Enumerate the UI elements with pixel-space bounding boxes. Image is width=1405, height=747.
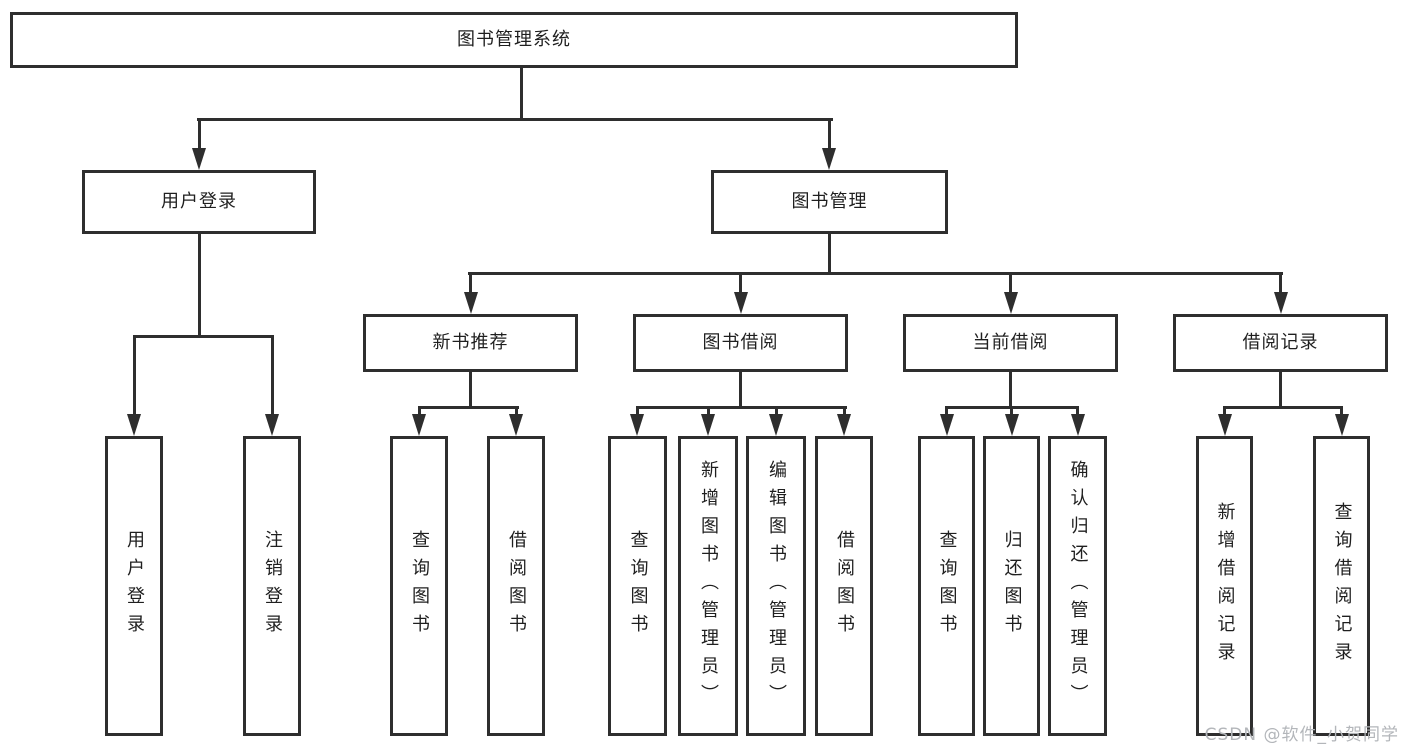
connector-stem-book-management: [828, 118, 831, 150]
connector-new-book-trunk: [469, 372, 472, 409]
arrowhead-book-borrowing-icon: [733, 292, 748, 314]
connector-stem: [514, 406, 518, 416]
connector-stem: [635, 406, 639, 416]
connector-book-management-trunk: [828, 234, 831, 275]
connector-stem-book-borrowing: [739, 272, 742, 294]
arrowhead-book-management-icon: [822, 148, 836, 170]
connector-stem: [1076, 406, 1079, 416]
leaf-add-borrow-record-label: 新增借阅记录: [1214, 502, 1236, 670]
connector-current-borrowing-trunk: [1009, 372, 1012, 409]
connector-stem: [842, 406, 846, 416]
leaf-query-books-borrowing: 查询图书: [608, 436, 667, 736]
node-book-management: 图书管理: [711, 170, 948, 234]
leaf-confirm-return-admin-label: 确认归还（管理员）: [1067, 460, 1089, 712]
leaf-user-login: 用户登录: [105, 436, 163, 736]
leaf-add-books-admin: 新增图书（管理员）: [678, 436, 738, 736]
leaf-query-books-label: 查询图书: [409, 530, 430, 642]
node-root: 图书管理系统: [10, 12, 1018, 68]
leaf-add-books-admin-label: 新增图书（管理员）: [698, 460, 719, 712]
connector-user-login-branch: [132, 335, 274, 338]
arrowhead-icon: [1217, 414, 1232, 436]
leaf-query-books-new-rec: 查询图书: [390, 436, 448, 736]
arrowhead-leaf-logout-icon: [265, 414, 279, 436]
arrowhead-icon: [939, 414, 954, 436]
arrowhead-icon: [1070, 414, 1085, 436]
leaf-query-borrow-record-label: 查询借阅记录: [1331, 502, 1353, 670]
node-borrowing-records: 借阅记录: [1173, 314, 1388, 372]
leaf-add-borrow-record: 新增借阅记录: [1196, 436, 1253, 736]
arrowhead-icon: [837, 414, 851, 436]
connector-stem: [1223, 406, 1226, 416]
connector-borrowing-records-branch: [1223, 406, 1343, 409]
leaf-edit-books-admin: 编辑图书（管理员）: [746, 436, 806, 736]
leaf-edit-books-admin-label: 编辑图书（管理员）: [766, 460, 787, 712]
leaf-borrow-books-borrowing: 借阅图书: [815, 436, 873, 736]
arrowhead-icon: [509, 414, 523, 436]
connector-user-login-trunk: [197, 234, 201, 335]
arrowhead-icon: [412, 414, 426, 436]
arrowhead-icon: [1334, 414, 1349, 436]
leaf-logout-label: 注销登录: [262, 530, 283, 642]
node-root-label: 图书管理系统: [457, 29, 571, 50]
connector-stem-current-borrowing: [1009, 272, 1012, 294]
arrowhead-new-book-icon: [463, 292, 478, 314]
leaf-return-books-label: 归还图书: [1001, 530, 1023, 642]
arrowhead-current-borrowing-icon: [1003, 292, 1018, 314]
leaf-borrow-books-new-rec: 借阅图书: [487, 436, 545, 736]
arrowhead-leaf-login-icon: [127, 414, 141, 436]
connector-stem-leaf-login: [132, 335, 136, 416]
node-user-login-label: 用户登录: [161, 191, 237, 212]
node-user-login: 用户登录: [82, 170, 316, 234]
arrowhead-icon: [701, 414, 715, 436]
connector-level2-branch: [197, 118, 833, 121]
node-book-borrowing: 图书借阅: [633, 314, 848, 372]
connector-stem: [945, 406, 948, 416]
leaf-query-books-label: 查询图书: [627, 530, 649, 642]
leaf-return-books: 归还图书: [983, 436, 1040, 736]
leaf-query-borrow-record: 查询借阅记录: [1313, 436, 1370, 736]
connector-level3-branch: [468, 272, 1283, 275]
watermark: CSDN @软件_小贺同学: [1204, 725, 1399, 745]
connector-new-book-branch: [417, 406, 519, 409]
node-current-borrowing-label: 当前借阅: [972, 332, 1049, 353]
leaf-query-books-label: 查询图书: [936, 530, 958, 642]
leaf-borrow-books-label: 借阅图书: [506, 530, 527, 642]
node-book-management-label: 图书管理: [791, 191, 868, 212]
node-borrowing-records-label: 借阅记录: [1242, 332, 1319, 353]
connector-stem: [774, 406, 778, 416]
node-new-book-recommendation-label: 新书推荐: [432, 332, 509, 353]
node-new-book-recommendation: 新书推荐: [363, 314, 578, 372]
connector-stem-borrowing-records: [1279, 272, 1282, 294]
connector-book-borrowing-branch: [635, 406, 847, 409]
connector-stem: [706, 406, 710, 416]
arrowhead-icon: [1004, 414, 1019, 436]
arrowhead-borrowing-records-icon: [1273, 292, 1288, 314]
connector-stem-leaf-logout: [270, 335, 274, 416]
leaf-query-books-current: 查询图书: [918, 436, 975, 736]
connector-book-borrowing-trunk: [739, 372, 742, 409]
leaf-logout: 注销登录: [243, 436, 301, 736]
leaf-borrow-books-label: 借阅图书: [834, 530, 855, 642]
arrowhead-icon: [769, 414, 783, 436]
connector-stem: [1010, 406, 1013, 416]
connector-stem-new-book: [469, 272, 472, 294]
connector-stem: [417, 406, 421, 416]
connector-stem: [1340, 406, 1343, 416]
connector-borrowing-records-trunk: [1279, 372, 1282, 409]
node-current-borrowing: 当前借阅: [903, 314, 1118, 372]
connector-stem-user-login: [197, 118, 201, 150]
arrowhead-icon: [630, 414, 644, 436]
leaf-user-login-label: 用户登录: [124, 530, 145, 642]
leaf-confirm-return-admin: 确认归还（管理员）: [1048, 436, 1107, 736]
arrowhead-user-login-icon: [192, 148, 206, 170]
connector-root-trunk: [520, 68, 523, 121]
node-book-borrowing-label: 图书借阅: [702, 332, 779, 353]
